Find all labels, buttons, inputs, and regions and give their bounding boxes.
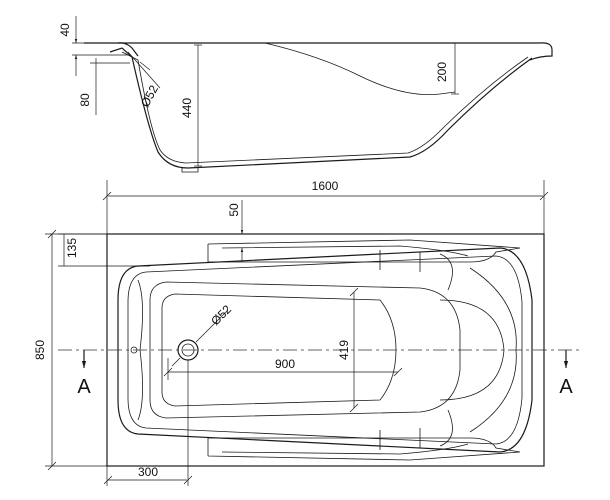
top-bottom-width-label: 419	[337, 340, 351, 360]
side-drain-diameter-label: Ø52	[138, 83, 161, 110]
top-drain-to-end-label: 900	[275, 357, 295, 371]
dim-tick	[183, 475, 193, 485]
side-lip-height-label: 40	[58, 23, 72, 37]
dim-tick	[349, 403, 359, 413]
basin-outline	[117, 247, 533, 453]
dim-leader	[195, 309, 229, 343]
dim-tick	[103, 475, 113, 485]
basin-inner-outline	[127, 255, 523, 445]
tub-floor	[149, 281, 461, 419]
top-width-label: 850	[33, 340, 47, 360]
side-outer-profile	[109, 47, 533, 169]
dim-tick	[393, 367, 403, 377]
armrest-bottom-detail	[221, 409, 469, 455]
side-backrest-curve	[264, 42, 456, 95]
top-drain-diameter-label: Ø52	[208, 302, 234, 328]
top-view: 1600 50 135 850	[33, 179, 580, 486]
armrest-bottom	[207, 437, 521, 461]
side-depth-label: 440	[180, 98, 194, 118]
side-drain-stub	[181, 167, 199, 173]
dim-leader	[127, 51, 161, 89]
section-mark-right: A	[559, 376, 573, 398]
section-mark-left: A	[77, 376, 91, 398]
side-rim-height-label: 80	[78, 93, 92, 107]
armrest-top	[207, 239, 521, 263]
armrest-top-detail	[221, 245, 469, 291]
side-view: 40 80 Ø52 440 200	[58, 16, 553, 173]
dim-tick	[47, 229, 57, 239]
side-backrest-drop-label: 200	[435, 62, 449, 82]
dim-tick	[349, 287, 359, 297]
top-ledge-label: 50	[227, 203, 241, 217]
dim-tick	[47, 461, 57, 471]
top-rim-width-label: 135	[65, 238, 79, 258]
dim-tick	[539, 191, 549, 201]
dim-leader	[171, 357, 181, 367]
top-length-label: 1600	[312, 179, 339, 193]
tub-floor-inner	[161, 293, 397, 407]
top-drain-offset-label: 300	[138, 465, 158, 479]
side-rim-right-line	[118, 42, 553, 61]
dim-leader	[139, 61, 151, 71]
dim-tick	[102, 191, 112, 201]
side-inner-profile	[121, 51, 529, 164]
